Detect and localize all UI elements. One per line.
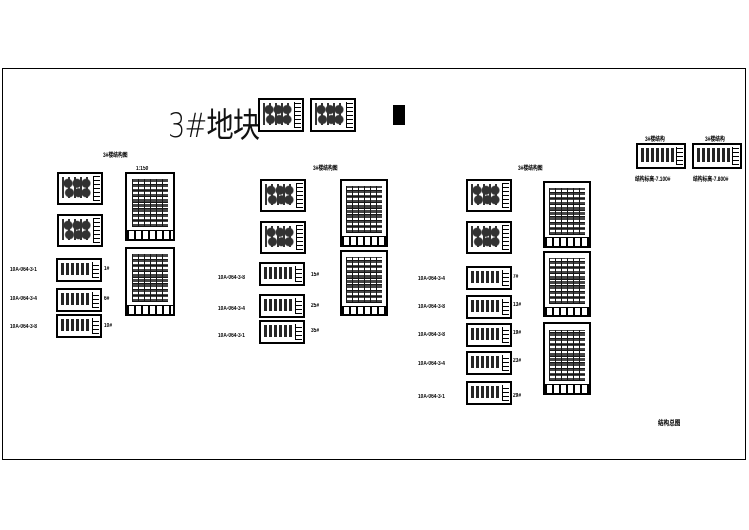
sheet-code: 10A-064-3-8 — [418, 332, 445, 338]
drawing-sheet[interactable] — [258, 98, 304, 132]
group-heading: 3#楼结构图 — [313, 166, 338, 172]
group-heading: 3#楼结构 — [645, 137, 665, 143]
drawing-sheet[interactable] — [636, 143, 686, 169]
group-heading: 3#楼结构图 — [103, 153, 128, 159]
floor-label: 15# — [311, 272, 320, 278]
drawing-sheet[interactable] — [466, 323, 512, 347]
sheet-code: 10A-064-3-4 — [10, 296, 37, 302]
floor-label: 35# — [311, 328, 320, 334]
floor-label: 6# — [104, 296, 110, 302]
drawing-sheet[interactable] — [340, 179, 388, 247]
drawing-sheet[interactable] — [56, 258, 102, 282]
sheet-code: 10A-064-3-1 — [218, 333, 245, 339]
drawing-sheet[interactable] — [466, 179, 512, 212]
floor-label: 25# — [311, 303, 320, 309]
drawing-sheet[interactable] — [543, 322, 591, 395]
sheet-caption: 结构标高-7.800# — [693, 177, 729, 183]
sheet-code: 10A-064-3-1 — [418, 394, 445, 400]
drawing-sheet[interactable] — [543, 251, 591, 317]
drawing-sheet[interactable] — [56, 314, 102, 338]
drawing-sheet[interactable] — [125, 247, 175, 316]
black-block — [393, 105, 405, 125]
sheet-code: 10A-064-3-8 — [418, 304, 445, 310]
sheet-code: 10A-064-3-4 — [218, 306, 245, 312]
drawing-sheet[interactable] — [466, 295, 512, 319]
drawing-sheet[interactable] — [259, 320, 305, 344]
drawing-sheet[interactable] — [310, 98, 356, 132]
group-heading: 3#楼结构 — [705, 137, 725, 143]
drawing-sheet[interactable] — [259, 294, 305, 318]
drawing-sheet[interactable] — [466, 351, 512, 375]
floor-label: 1# — [104, 266, 110, 272]
drawing-sheet[interactable] — [260, 221, 306, 254]
sheet-code: 10A-064-3-4 — [418, 276, 445, 282]
floor-label: 29# — [513, 393, 522, 399]
drawing-sheet[interactable] — [260, 179, 306, 212]
footer-label: 结构总图 — [658, 420, 681, 427]
sheet-caption: 结构标高-7.100# — [635, 177, 671, 183]
floor-label: 7# — [513, 274, 519, 280]
sheet-code: 10A-064-3-8 — [218, 275, 245, 281]
scale-label: 1:150 — [136, 166, 149, 172]
drawing-sheet[interactable] — [466, 381, 512, 405]
floor-label: 13# — [513, 302, 522, 308]
drawing-sheet[interactable] — [340, 250, 388, 316]
sheet-code: 10A-064-3-8 — [10, 324, 37, 330]
sheet-code: 10A-064-3-1 — [10, 267, 37, 273]
drawing-sheet[interactable] — [259, 262, 305, 286]
drawing-sheet[interactable] — [543, 181, 591, 248]
drawing-sheet[interactable] — [57, 214, 103, 247]
floor-label: 23# — [513, 358, 522, 364]
sheet-code: 10A-064-3-4 — [418, 361, 445, 367]
group-heading: 3#楼结构图 — [518, 166, 543, 172]
floor-label: 10# — [104, 323, 113, 329]
drawing-sheet[interactable] — [125, 172, 175, 241]
block-title: 3#地块 — [168, 106, 260, 146]
drawing-sheet[interactable] — [466, 221, 512, 254]
drawing-sheet[interactable] — [692, 143, 742, 169]
drawing-sheet[interactable] — [57, 172, 103, 205]
drawing-frame — [2, 68, 746, 460]
floor-label: 19# — [513, 330, 522, 336]
drawing-sheet[interactable] — [466, 266, 512, 290]
drawing-sheet[interactable] — [56, 288, 102, 312]
